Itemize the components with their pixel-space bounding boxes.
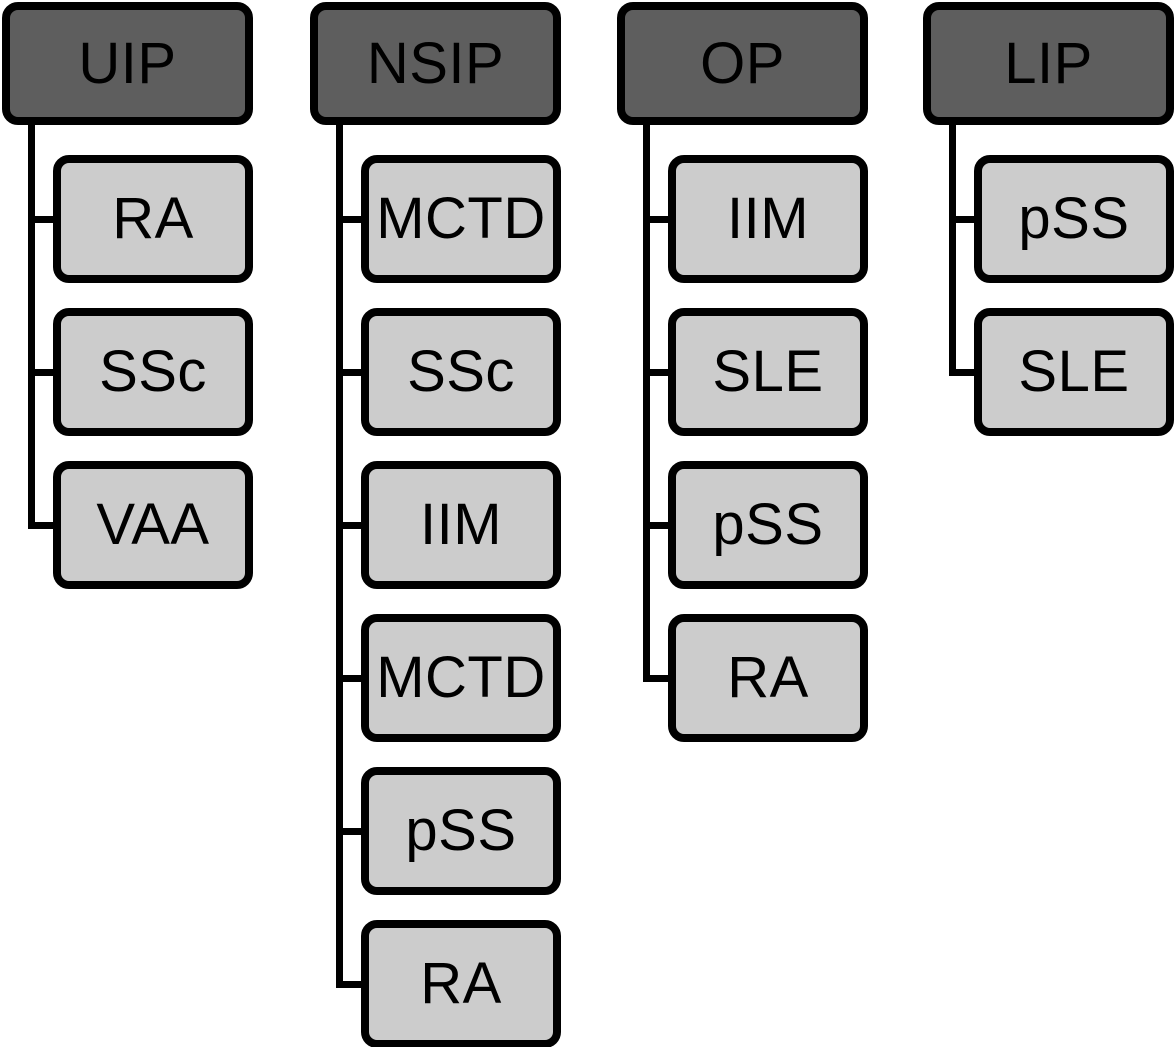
connector-branch-nsip-2 — [336, 522, 365, 529]
disease-node-lip-1[interactable]: SLE — [974, 308, 1174, 436]
connector-branch-lip-1 — [949, 369, 978, 376]
disease-node-op-3[interactable]: RA — [668, 614, 868, 742]
pattern-node-uip[interactable]: UIP — [2, 2, 253, 125]
connector-trunk-nsip — [336, 121, 343, 988]
connector-branch-uip-0 — [28, 216, 57, 223]
disease-node-op-1[interactable]: SLE — [668, 308, 868, 436]
connector-branch-uip-1 — [28, 369, 57, 376]
disease-node-uip-2[interactable]: VAA — [53, 461, 253, 589]
disease-node-op-0[interactable]: IIM — [668, 155, 868, 283]
disease-node-op-2[interactable]: pSS — [668, 461, 868, 589]
disease-node-uip-1[interactable]: SSc — [53, 308, 253, 436]
connector-branch-op-2 — [643, 522, 672, 529]
disease-node-uip-0[interactable]: RA — [53, 155, 253, 283]
connector-branch-uip-2 — [28, 522, 57, 529]
disease-node-nsip-5[interactable]: RA — [361, 920, 561, 1047]
pattern-node-nsip[interactable]: NSIP — [310, 2, 561, 125]
disease-node-nsip-0[interactable]: MCTD — [361, 155, 561, 283]
connector-branch-nsip-1 — [336, 369, 365, 376]
connector-branch-nsip-0 — [336, 216, 365, 223]
disease-node-nsip-1[interactable]: SSc — [361, 308, 561, 436]
disease-node-nsip-2[interactable]: IIM — [361, 461, 561, 589]
pattern-node-lip[interactable]: LIP — [923, 2, 1174, 125]
disease-node-nsip-3[interactable]: MCTD — [361, 614, 561, 742]
connector-branch-nsip-5 — [336, 981, 365, 988]
disease-node-lip-0[interactable]: pSS — [974, 155, 1174, 283]
connector-branch-nsip-4 — [336, 828, 365, 835]
connector-branch-op-1 — [643, 369, 672, 376]
connector-branch-op-0 — [643, 216, 672, 223]
connector-branch-op-3 — [643, 675, 672, 682]
disease-node-nsip-4[interactable]: pSS — [361, 767, 561, 895]
connector-trunk-lip — [949, 121, 956, 376]
pattern-node-op[interactable]: OP — [617, 2, 868, 125]
connector-branch-lip-0 — [949, 216, 978, 223]
connector-trunk-op — [643, 121, 650, 682]
connector-branch-nsip-3 — [336, 675, 365, 682]
connector-trunk-uip — [28, 121, 35, 529]
